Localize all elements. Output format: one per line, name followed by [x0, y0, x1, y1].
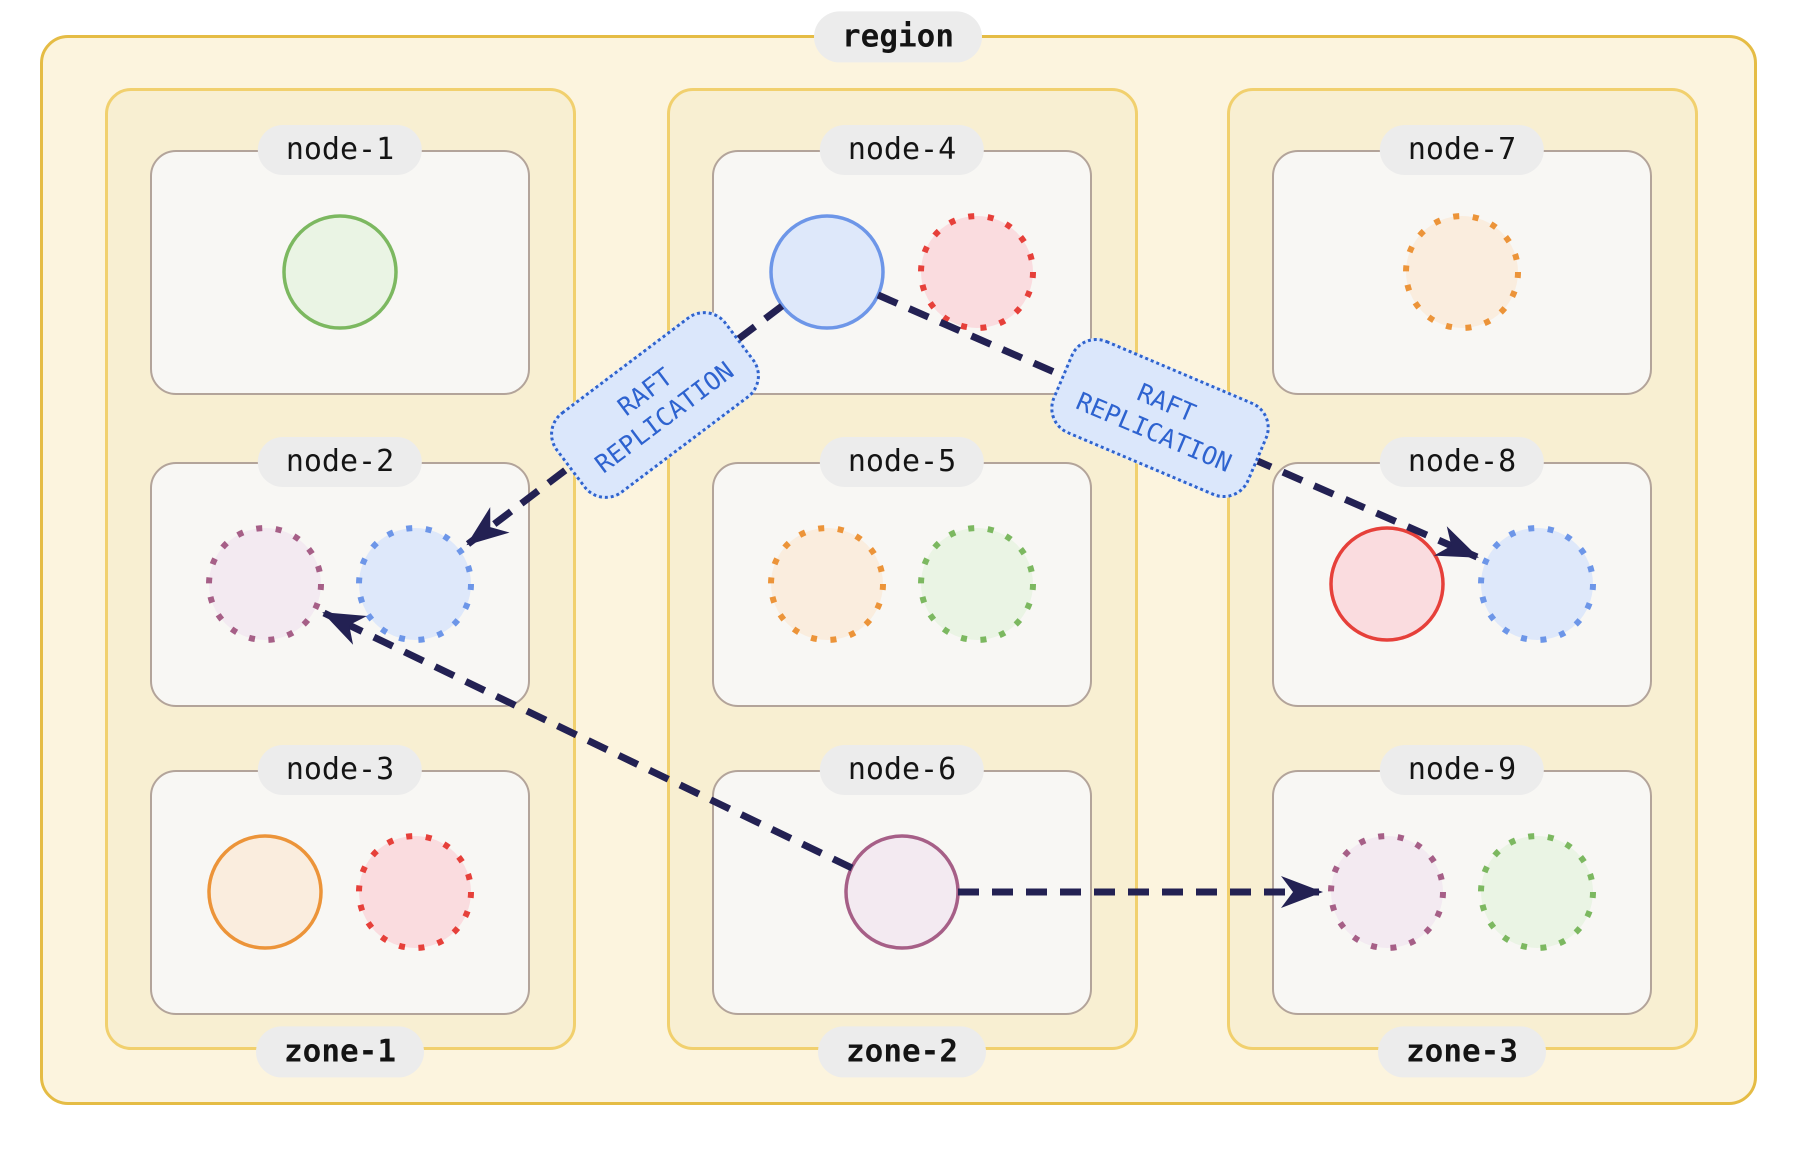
- node-label-5: node-5: [819, 437, 985, 487]
- zone-label-3: zone-3: [1378, 1026, 1546, 1078]
- node-box-5: [712, 462, 1092, 707]
- node-label-9: node-9: [1379, 745, 1545, 795]
- zone-label-2: zone-2: [818, 1026, 986, 1078]
- node-box-6: [712, 770, 1092, 1015]
- region-label: region: [814, 11, 982, 63]
- node-label-6: node-6: [819, 745, 985, 795]
- node-box-3: [150, 770, 530, 1015]
- node-box-8: [1272, 462, 1652, 707]
- node-label-1: node-1: [257, 125, 423, 175]
- node-label-7: node-7: [1379, 125, 1545, 175]
- node-box-4: [712, 150, 1092, 395]
- node-label-2: node-2: [257, 437, 423, 487]
- node-label-3: node-3: [257, 745, 423, 795]
- node-label-8: node-8: [1379, 437, 1545, 487]
- node-box-1: [150, 150, 530, 395]
- node-box-9: [1272, 770, 1652, 1015]
- node-box-2: [150, 462, 530, 707]
- node-label-4: node-4: [819, 125, 985, 175]
- zone-label-1: zone-1: [256, 1026, 424, 1078]
- node-box-7: [1272, 150, 1652, 395]
